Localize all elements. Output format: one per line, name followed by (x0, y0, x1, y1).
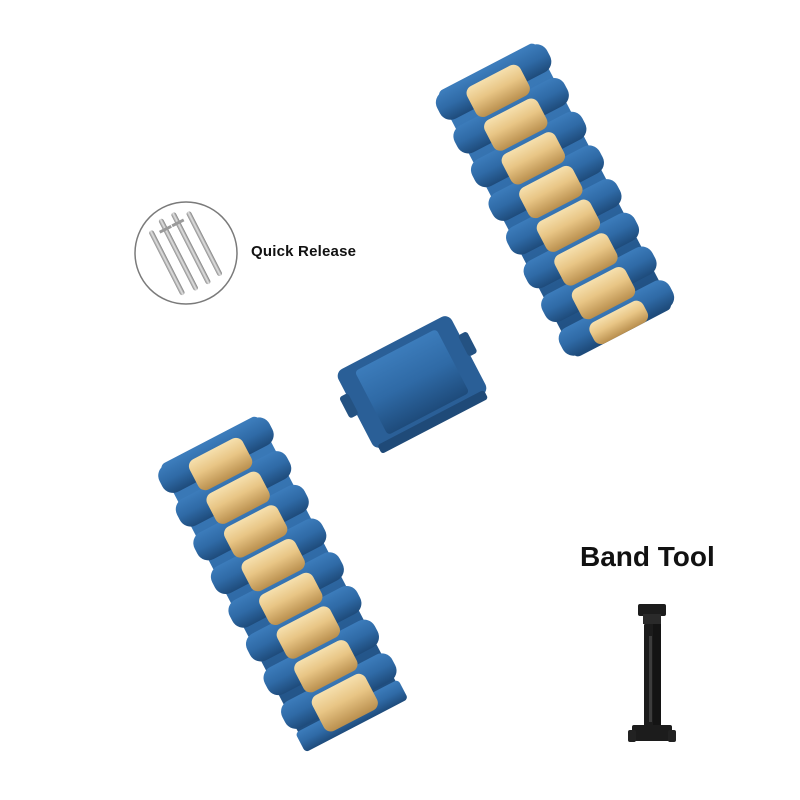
gold-center-links-lower (188, 437, 378, 732)
watch-band-lower (158, 416, 407, 752)
spring-bar-pins-icon (134, 201, 238, 305)
quick-release-label: Quick Release (251, 243, 357, 260)
watch-band-upper (435, 43, 675, 357)
band-tool-icon (628, 604, 676, 742)
gold-center-links-upper (466, 64, 649, 345)
band-clasp (337, 316, 488, 454)
band-tool-label: Band Tool (580, 541, 715, 572)
